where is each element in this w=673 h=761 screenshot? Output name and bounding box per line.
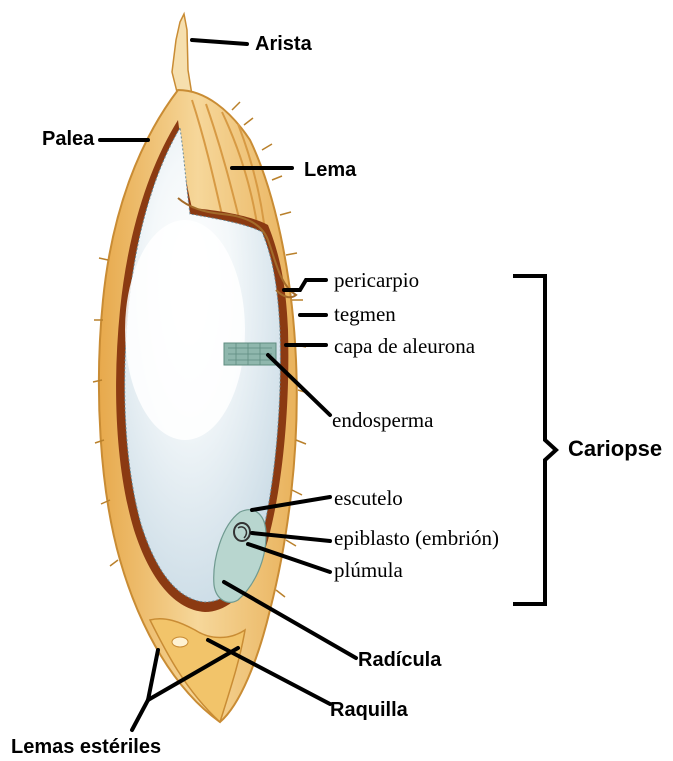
label-cariopse: Cariopse [568, 438, 662, 460]
label-radicula: Radícula [358, 650, 441, 670]
label-plumula: plúmula [334, 560, 403, 581]
label-raquilla: Raquilla [330, 700, 408, 720]
label-epiblasto: epiblasto (embrión) [334, 528, 499, 549]
endosperm-highlight [125, 220, 245, 440]
label-lemas-esteriles: Lemas estériles [11, 737, 161, 757]
label-tegmen: tegmen [334, 304, 396, 325]
label-capa-aleurona: capa de aleurona [334, 336, 475, 357]
cariopse-bracket [513, 276, 556, 604]
line-arista [192, 40, 247, 44]
label-arista: Arista [255, 34, 312, 54]
label-escutelo: escutelo [334, 488, 403, 509]
label-endosperma: endosperma [332, 410, 433, 431]
label-lema: Lema [304, 160, 356, 180]
line-lemas-1 [148, 650, 158, 700]
label-palea: Palea [42, 129, 94, 149]
label-pericarpio: pericarpio [334, 270, 419, 291]
line-lemas-3 [132, 700, 148, 730]
line-pericarpio [284, 280, 326, 290]
awn [172, 14, 192, 96]
